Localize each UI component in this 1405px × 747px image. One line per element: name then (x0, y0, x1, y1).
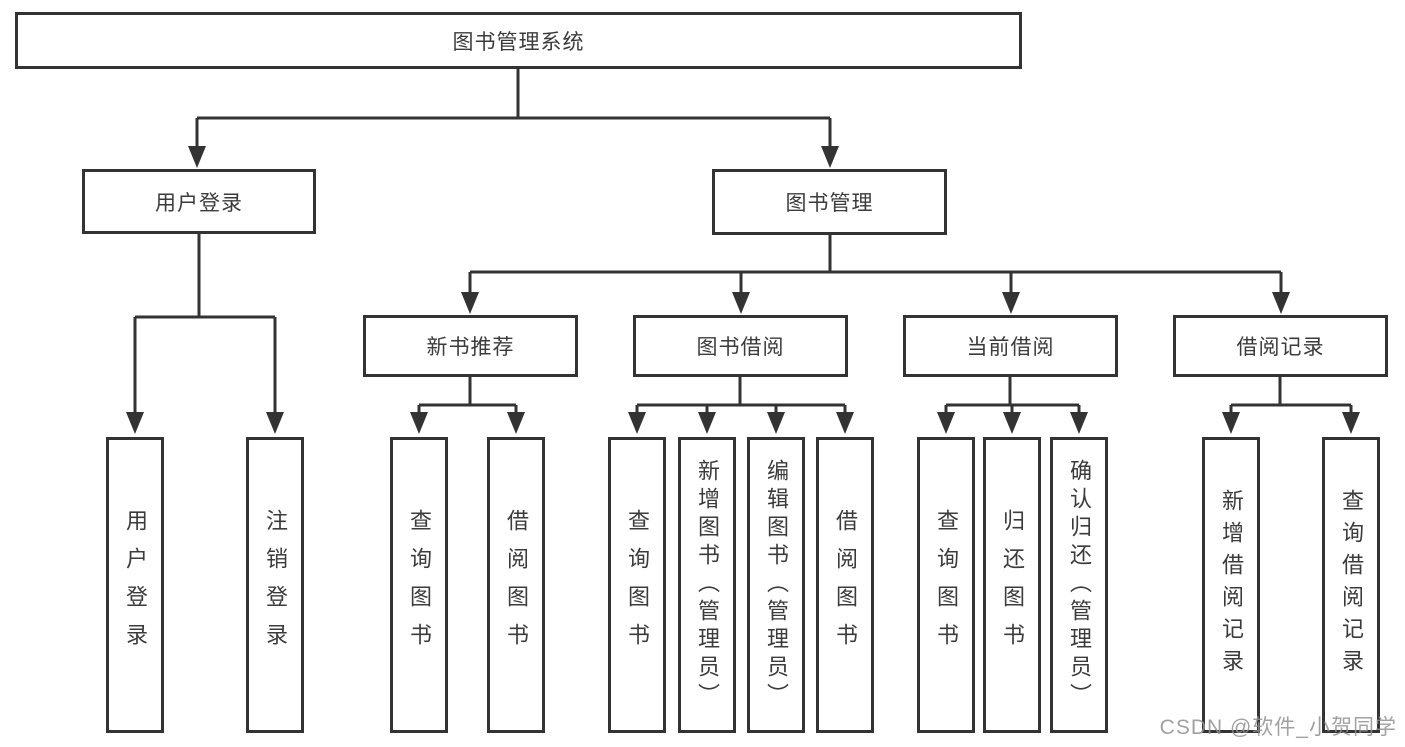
node-user-login: 用户登录 (82, 169, 316, 234)
node-new-book-recommend: 新书推荐 (363, 315, 578, 377)
leaf-edit-books-admin: 编辑图书（管理员） (747, 437, 805, 733)
edge-book-mgmt-to-level3 (468, 235, 1283, 294)
leaf-query-borrow-record: 查询借阅记录 (1322, 437, 1380, 733)
node-current-borrow: 当前借阅 (903, 315, 1118, 377)
node-borrow-records: 借阅记录 (1173, 315, 1388, 377)
leaf-recommend-query-books: 查询图书 (390, 437, 448, 733)
leaf-add-books-admin: 新增图书（管理员） (678, 437, 736, 733)
edge-root-to-level2 (195, 69, 832, 148)
leaf-confirm-return-admin: 确认归还（管理员） (1050, 437, 1108, 733)
node-library-management-system: 图书管理系统 (15, 12, 1022, 69)
arrowheads (126, 146, 1360, 434)
edge-borrow-children (635, 377, 847, 414)
leaf-return-books: 归还图书 (983, 437, 1041, 733)
node-book-management: 图书管理 (712, 169, 947, 235)
edge-recommend-children (417, 377, 518, 414)
leaf-borrow-query-books: 查询图书 (608, 437, 666, 733)
leaf-current-query-books: 查询图书 (917, 437, 975, 733)
leaf-user-login: 用户登录 (106, 437, 164, 733)
leaf-add-borrow-record: 新增借阅记录 (1202, 437, 1260, 733)
leaf-borrow-books: 借阅图书 (816, 437, 874, 733)
edge-records-children (1229, 377, 1353, 414)
csdn-watermark: CSDN @软件_小贺同学 (1159, 716, 1397, 739)
leaf-recommend-borrow-books: 借阅图书 (487, 437, 545, 733)
edge-current-children (944, 377, 1081, 414)
node-book-borrow: 图书借阅 (633, 315, 848, 377)
leaf-logout: 注销登录 (246, 437, 304, 733)
edge-user-login-children (133, 234, 277, 414)
